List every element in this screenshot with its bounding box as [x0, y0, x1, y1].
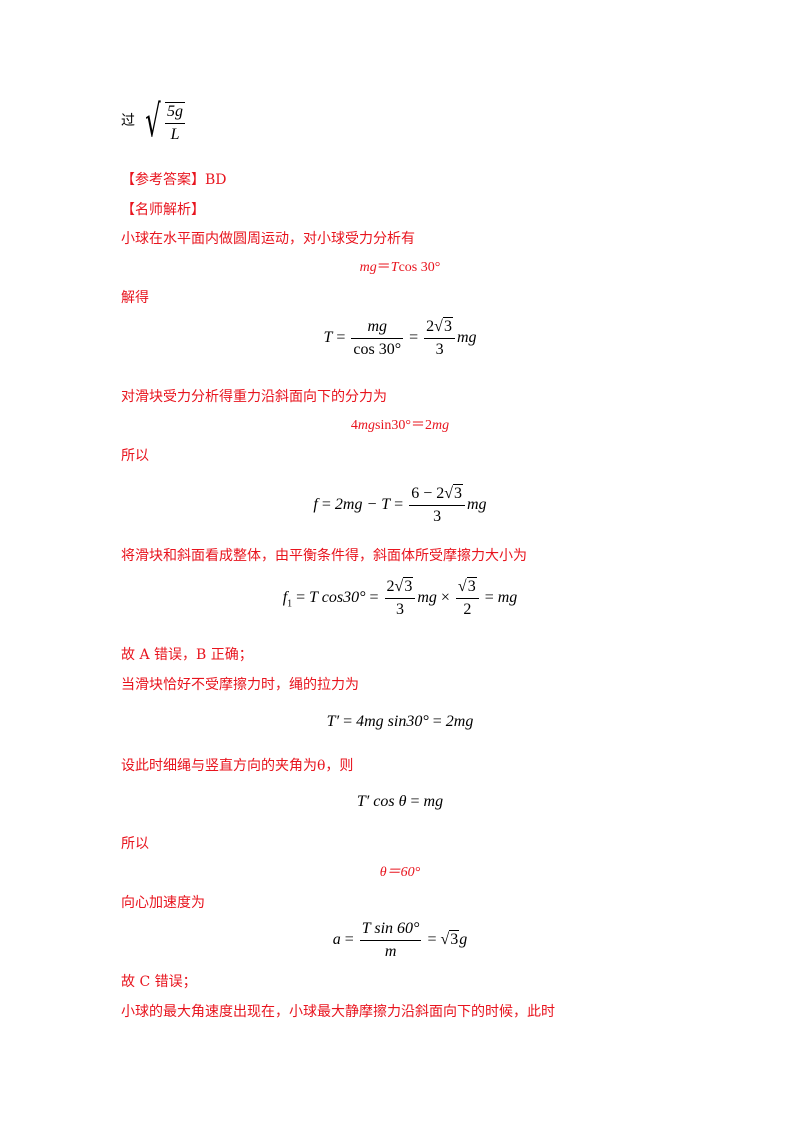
eq5-m1: mg [417, 589, 437, 607]
sqrt-denominator: L [170, 126, 180, 143]
eq2-den2: 3 [435, 341, 444, 358]
paragraph-3: 对滑块受力分析得重力沿斜面向下的分力为 [121, 389, 387, 405]
eq6-rhs1: 4mg sin30° [356, 713, 429, 730]
eq5-mid: T cos30° [309, 589, 366, 607]
eq7-rhs: mg [423, 793, 444, 810]
eq2-num2-rad: 3 [442, 317, 453, 335]
eq5-n2rad: 3 [466, 577, 477, 595]
equation-4: f = 2mg − T = 6 − 2√3 3 mg [313, 484, 487, 526]
sqrt-numerator: 5g [167, 103, 184, 120]
eq3-b: mg [357, 418, 376, 433]
analysis-label: 【名师解析】 [121, 202, 205, 218]
eq5-frac-1: 2√3 3 [384, 577, 416, 619]
eq5-tail: mg [497, 589, 518, 607]
eq7-lhs: T′ cos θ [356, 793, 407, 810]
eq2-num2-coef: 2 [426, 318, 435, 335]
equation-3: 4mgsin30°＝2mg [0, 416, 800, 436]
paragraph-10: 向心加速度为 [121, 895, 205, 911]
eq6-rhs2: 2mg [445, 713, 474, 730]
eq1-rest: cos 30° [398, 260, 441, 275]
eq4-lhs: f [313, 496, 318, 514]
paragraph-5: 将滑块和斜面看成整体，由平衡条件得，斜面体所受摩擦力大小为 [121, 548, 527, 564]
eq4-num-rad: 3 [453, 484, 463, 502]
eq4-tail: mg [467, 496, 487, 514]
equation-8: θ＝60° [0, 863, 800, 883]
sqrt-expression: √ 5g L [145, 96, 186, 147]
eq9-num: T sin 60° [361, 920, 420, 937]
paragraph-2: 解得 [121, 290, 149, 306]
eq5-d2: 2 [463, 601, 472, 618]
eq9-rad: 3 [449, 930, 460, 949]
paragraph-4: 所以 [121, 448, 149, 464]
eq3-d: mg [431, 418, 450, 433]
equation-7: T′ cos θ = mg [356, 793, 444, 810]
eq2-lhs: T [323, 329, 333, 347]
top-prefix: 过 [121, 114, 135, 129]
eq8-text: θ＝60° [379, 865, 421, 880]
eq1-eq: ＝ [376, 260, 391, 275]
paragraph-7: 当滑块恰好不受摩擦力时，绳的拉力为 [121, 677, 359, 693]
equation-5: f1 = T cos30° = 2√3 3 mg × √3 2 = mg [282, 577, 518, 619]
eq6-lhs: T′ [326, 713, 340, 730]
eq4-mid: 2mg − T [334, 496, 391, 514]
eq3-a: 4 [350, 418, 358, 433]
eq2-num1: mg [367, 318, 388, 335]
answer-line: 【参考答案】BD [121, 170, 227, 190]
eq2-frac-1: mg cos 30° [351, 318, 404, 359]
paragraph-1: 小球在水平面内做圆周运动，对小球受力分析有 [121, 231, 415, 247]
eq9-tail: g [459, 931, 468, 949]
eq2-frac-2: 2√3 3 [424, 317, 455, 359]
eq5-n1rad: 3 [403, 577, 414, 595]
answer-value: BD [205, 172, 227, 188]
equation-6: T′ = 4mg sin30° = 2mg [326, 713, 474, 730]
answer-label: 【参考答案】 [121, 172, 205, 188]
eq9-frac: T sin 60° m [359, 920, 422, 961]
eq1-lhs: mg [359, 260, 377, 275]
eq5-sub: 1 [287, 598, 293, 610]
paragraph-12: 小球的最大角速度出现在，小球最大静摩擦力沿斜面向下的时候，此时 [121, 1004, 555, 1020]
eq4-frac: 6 − 2√3 3 [409, 484, 465, 526]
eq4-num-a: 6 − 2 [411, 485, 445, 502]
paragraph-6: 故 A 错误，B 正确； [121, 647, 253, 663]
eq4-den: 3 [433, 508, 442, 525]
paragraph-9: 所以 [121, 836, 149, 852]
top-expression: 过 √ 5g L [121, 96, 186, 147]
eq9-den: m [384, 943, 397, 960]
eq2-den1: cos 30° [353, 341, 402, 358]
eq3-c: sin30°＝2 [375, 418, 432, 433]
eq5-lhs: f [282, 589, 288, 607]
paragraph-8: 设此时细绳与竖直方向的夹角为θ，则 [121, 758, 354, 774]
eq1-T: T [390, 260, 399, 275]
equation-9: a = T sin 60° m = √3g [332, 920, 468, 961]
eq5-frac-2: √3 2 [455, 577, 479, 619]
equation-1: mg＝Tcos 30° [0, 258, 800, 278]
paragraph-11: 故 C 错误； [121, 974, 197, 990]
equation-2: T = mg cos 30° = 2√3 3 mg [323, 317, 477, 359]
eq2-tail: mg [456, 329, 477, 347]
eq5-d1: 3 [395, 601, 404, 618]
eq5-n1a: 2 [386, 578, 395, 595]
eq9-lhs: a [332, 931, 341, 949]
